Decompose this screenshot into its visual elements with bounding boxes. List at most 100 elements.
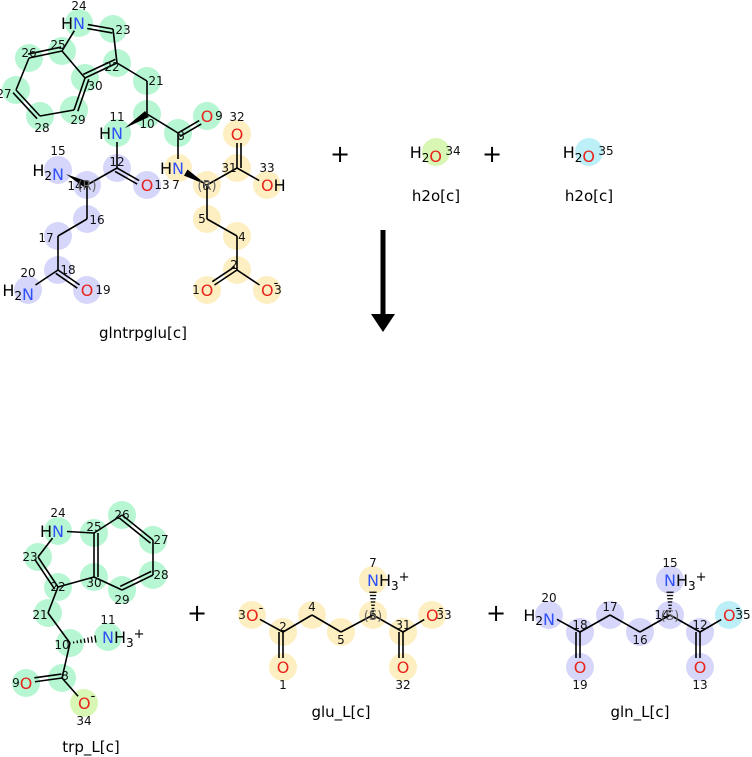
bond — [121, 574, 154, 591]
atom-highlight — [656, 566, 684, 594]
bond — [311, 614, 342, 633]
double-bond-line — [211, 266, 236, 283]
bond — [66, 530, 95, 534]
atom-label: O — [81, 281, 94, 300]
atom-label: O- — [426, 601, 444, 625]
atom-label: NH3+ — [664, 570, 707, 593]
atom-number: 12 — [692, 618, 707, 632]
bond — [579, 614, 611, 633]
atom-number: 27 — [0, 87, 12, 101]
bond — [206, 218, 238, 237]
stereo-label: (R) — [197, 179, 216, 194]
atom-highlight — [566, 653, 594, 681]
atom-label: O — [201, 281, 214, 300]
atom-number: 15 — [50, 144, 65, 158]
atom-number: 1 — [192, 283, 200, 297]
atom-number: 6 — [202, 179, 210, 193]
double-bond-line — [118, 517, 151, 544]
bond — [39, 109, 75, 117]
double-bond-line — [119, 570, 152, 588]
hash-bond — [83, 638, 86, 644]
plus-sign: + — [486, 599, 506, 627]
atom-number: 30 — [87, 79, 102, 93]
stereo-label: (R) — [77, 179, 96, 194]
atom-number: 16 — [632, 633, 647, 647]
atom-label: H2O — [410, 143, 442, 166]
atom-label: HN — [99, 124, 123, 143]
atom-number: 11 — [109, 110, 124, 124]
molecule-name-trp-l: trp_L[c] — [62, 738, 119, 757]
atom-highlight — [269, 653, 297, 681]
molecule-name-gln-l: gln_L[c] — [610, 703, 669, 722]
atom-number: 22 — [50, 580, 65, 594]
atom-highlight — [686, 653, 714, 681]
double-bond-line — [179, 123, 202, 138]
atom-label: H2N — [2, 281, 34, 304]
atom-number: 32 — [395, 678, 410, 692]
atom-number: 31 — [395, 618, 410, 632]
atom-number: 11 — [100, 613, 115, 627]
atom-number: 8 — [177, 129, 185, 143]
atom-highlight — [535, 601, 563, 629]
bond — [15, 57, 30, 91]
bond — [206, 167, 238, 186]
bond — [112, 28, 118, 64]
atom-number: 7 — [369, 556, 377, 570]
bond — [402, 618, 425, 633]
atom-highlight — [223, 120, 251, 148]
bond — [34, 677, 63, 683]
bond — [61, 50, 86, 79]
atom-label: NH3+ — [367, 570, 410, 593]
atom-number: 29 — [114, 593, 129, 607]
atom-number: 2 — [279, 620, 287, 634]
atom-label: O — [201, 107, 214, 126]
atom-highlight — [253, 276, 281, 304]
bond — [236, 269, 260, 286]
atom-highlight — [44, 517, 72, 545]
atom-number: 16 — [89, 213, 104, 227]
hash-bond — [87, 637, 90, 643]
atom-label: O — [694, 658, 707, 677]
bond — [57, 269, 81, 286]
molecule-name-glu-l: glu_L[c] — [311, 703, 370, 722]
atom-highlight — [133, 171, 161, 199]
double-bond-line — [34, 673, 62, 679]
atom-number: 14 — [67, 179, 82, 193]
bond — [146, 113, 179, 134]
bond — [639, 614, 671, 633]
bond — [87, 23, 114, 30]
bond — [116, 167, 140, 182]
bond — [116, 62, 148, 82]
atom-number: 18 — [60, 263, 75, 277]
double-bond-line — [77, 79, 90, 112]
bond — [61, 30, 76, 52]
atom-number: 3 — [238, 608, 246, 622]
bond — [699, 618, 722, 633]
atom-label: H2N — [523, 606, 555, 629]
double-bond-line — [114, 170, 138, 185]
atom-number: 15 — [662, 556, 677, 570]
double-bond-line — [34, 558, 56, 590]
atom-number: 23 — [115, 23, 130, 37]
atom-number: 6 — [369, 608, 377, 622]
atom-number: 21 — [32, 608, 47, 622]
atom-number: 35 — [598, 144, 613, 158]
plus-sign: + — [482, 140, 502, 168]
double-bond-line — [12, 92, 38, 120]
double-bond-line — [87, 27, 113, 34]
bond — [259, 618, 284, 633]
hash-bond — [79, 639, 82, 644]
atom-number: 27 — [153, 533, 168, 547]
atom-label: HN — [40, 522, 64, 541]
wedge-bond — [183, 169, 207, 185]
atom-number: 25 — [86, 520, 101, 534]
bond — [15, 89, 41, 117]
atom-highlight — [389, 653, 417, 681]
atom-label: O — [574, 658, 587, 677]
atom-highlight — [14, 276, 42, 304]
atom-highlight — [103, 119, 131, 147]
bond — [177, 119, 200, 134]
atom-label: NH3+ — [102, 627, 145, 650]
bond — [57, 576, 95, 588]
